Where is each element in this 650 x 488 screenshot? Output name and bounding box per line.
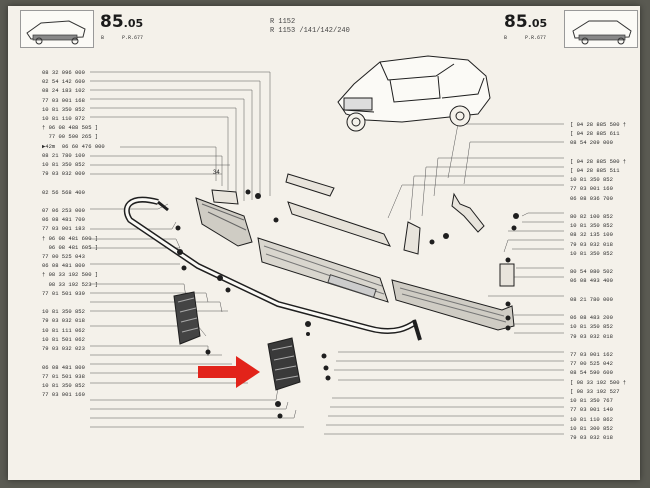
bumper-end-right — [391, 279, 515, 331]
part-number: ▶42m 06 60 476 000 — [42, 142, 105, 150]
part-number: 79 03 032 018 — [570, 240, 613, 248]
part-number: 10 81 350 852 — [42, 105, 85, 113]
part-number: 77 00 525 043 — [42, 253, 85, 261]
front-stabilizer-bar — [123, 196, 422, 341]
part-number: 77 00 525 042 — [570, 360, 613, 368]
part-number: 77 01 501 938 — [42, 372, 85, 380]
sub-label-left: B P.R.677 — [101, 35, 144, 41]
part-number: 80 54 080 502 — [570, 268, 613, 276]
part-number: 08 54 590 600 — [570, 369, 613, 377]
part-number: 06 08 481 700 — [42, 216, 85, 224]
rubber-mount-left — [173, 291, 201, 345]
part-number: [ 04 28 885 500 † — [570, 121, 627, 128]
sub-label-right: B P.R.677 — [504, 35, 547, 41]
part-number: † 08 33 192 500 ] — [42, 271, 99, 279]
part-number: [ 04 28 885 511 — [570, 167, 620, 175]
model-numbers: R 1152 R 1153 /141/142/240 — [270, 18, 350, 35]
part-number: 08 21 780 100 — [42, 151, 85, 159]
part-number: 77 03 001 140 — [570, 406, 613, 414]
part-number: 10 81 501 062 — [42, 335, 85, 343]
part-number: 08 24 183 102 — [42, 87, 85, 95]
part-number: 10 81 350 852 — [42, 381, 85, 389]
part-number: 80 82 100 852 — [570, 213, 613, 221]
part-number: 10 81 350 767 — [570, 397, 613, 405]
part-number: 77 03 001 160 — [570, 185, 613, 193]
part-number: [ 08 33 192 527 — [570, 387, 620, 395]
part-number: 10 81 350 852 — [570, 176, 613, 184]
brackets — [211, 173, 515, 287]
part-number: 79 03 032 018 — [570, 332, 613, 340]
part-number: 06 08 483 200 — [570, 314, 613, 322]
part-number: 08 21 780 000 — [570, 295, 613, 303]
part-number: 06 08 481 800 — [42, 363, 85, 371]
rubber-mount-right — [267, 337, 301, 391]
section-number-right: 85.05 — [504, 12, 548, 32]
part-number: 02 54 142 600 — [42, 78, 85, 86]
part-number: 10 81 350 852 — [570, 222, 613, 230]
red-arrow-pointer — [198, 356, 260, 388]
part-number: 79 03 032 023 — [42, 345, 85, 353]
part-number: 08 32 096 000 — [42, 69, 85, 76]
part-number: 77 03 001 160 — [42, 391, 85, 399]
part-number: 10 81 300 852 — [570, 424, 613, 432]
part-number: 10 81 110 872 — [42, 115, 85, 123]
part-number: † 06 08 481 600 ] — [42, 234, 99, 242]
part-number: 77 03 001 183 — [42, 225, 85, 233]
part-number: 79 03 032 009 — [42, 170, 85, 178]
part-number: 10 81 111 062 — [42, 326, 85, 334]
part-number: [ 08 33 192 500 † — [570, 378, 627, 386]
fasteners — [175, 189, 519, 419]
part-number: 10 81 110 862 — [570, 415, 613, 423]
part-number: 08 54 209 000 — [570, 139, 613, 147]
part-number: 06 08 036 700 — [570, 194, 613, 202]
part-number: 08 32 135 100 — [570, 231, 613, 239]
part-number: 77 00 500 265 ] — [42, 133, 99, 141]
catalogue-page: 85.05 B P.R.677 R 1152 R 1153 /141/142/2… — [8, 6, 640, 480]
bumper-thumbnail-right — [564, 10, 638, 48]
exploded-view-drawing: 34 — [90, 55, 564, 435]
part-number: 06 08 493 400 — [570, 277, 613, 285]
section-number-left: 85.05 — [100, 12, 144, 32]
car-illustration — [337, 55, 491, 132]
part-number: 79 03 032 018 — [42, 317, 85, 325]
part-number: 10 81 350 852 — [570, 323, 613, 331]
part-number: 10 81 350 852 — [570, 249, 613, 257]
part-number: [ 04 28 885 611 — [570, 130, 620, 138]
part-number: 10 81 350 852 — [42, 308, 85, 316]
part-number: 79 03 032 018 — [570, 433, 613, 441]
part-number: [ 04 28 885 500 † — [570, 157, 627, 165]
part-number: 10 81 350 852 — [42, 161, 85, 169]
part-number: 06 08 481 800 — [42, 262, 85, 270]
leader-lines — [90, 71, 564, 435]
bumper-center — [257, 201, 391, 303]
part-number: 77 03 001 168 — [42, 96, 85, 104]
part-number: 77 01 501 939 — [42, 289, 85, 297]
part-number: † 06 08 488 505 ] — [42, 124, 99, 132]
bumper-end-left — [195, 197, 253, 247]
part-number: 77 03 001 162 — [570, 351, 613, 359]
callout-number: 34 — [213, 170, 220, 176]
part-number: 02 56 568 400 — [42, 188, 85, 196]
part-number: 06 08 481 605 ] — [42, 243, 99, 251]
part-number: 07 06 253 000 — [42, 207, 85, 215]
bumper-thumbnail-left — [20, 10, 94, 48]
